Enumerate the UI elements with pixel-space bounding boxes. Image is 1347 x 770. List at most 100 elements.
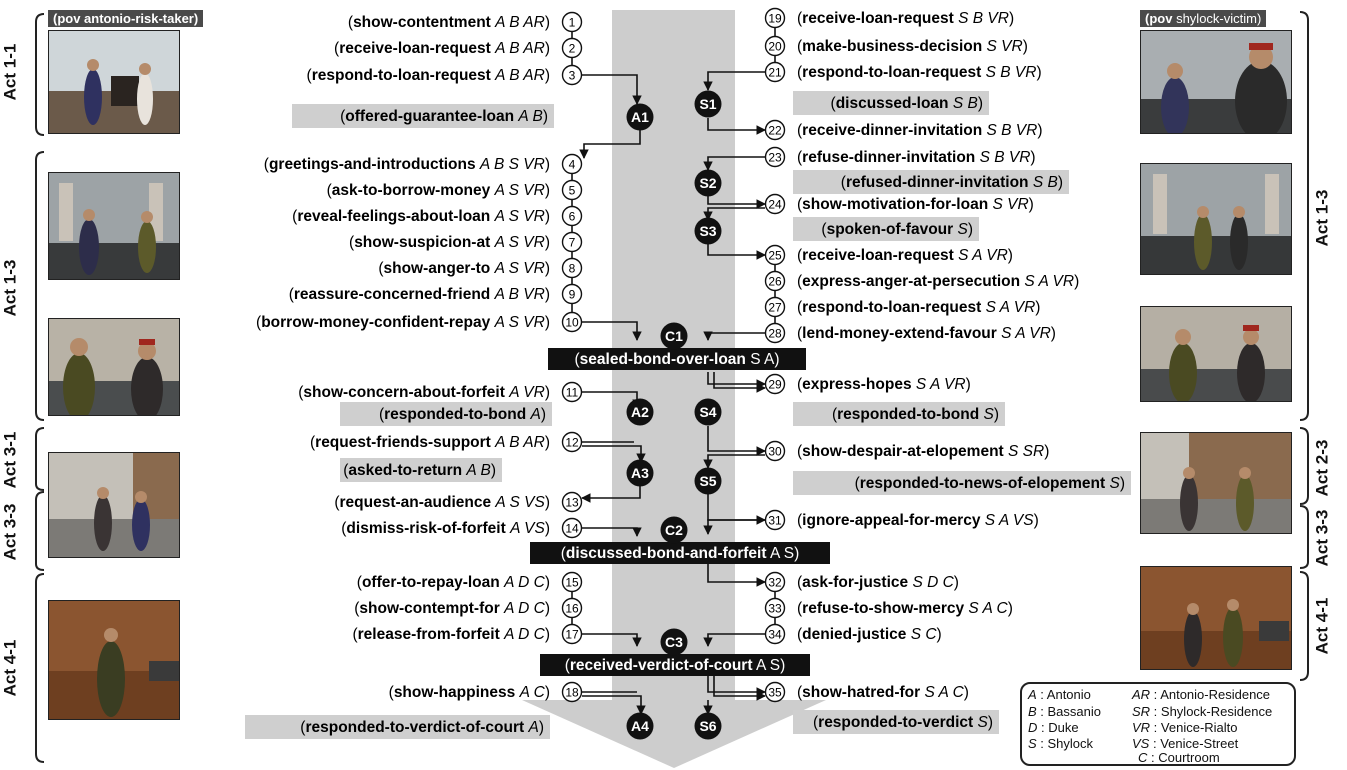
state-node-label: S5: [699, 473, 716, 489]
step-number: 7: [569, 236, 576, 250]
step-number: 21: [768, 66, 782, 80]
action-name: ask-for-justice: [802, 574, 908, 591]
state-open-paren: (: [300, 719, 306, 736]
action-name: show-concern-about-forfeit: [303, 384, 505, 401]
action-name: show-anger-to: [383, 260, 490, 277]
action-args: A S VR: [494, 260, 545, 277]
step-number: 26: [768, 275, 782, 289]
state-name: offered-guarantee-loan: [345, 108, 514, 125]
action-open-paren: (: [797, 64, 803, 81]
state-node-label: A2: [631, 404, 649, 420]
action-args: S B VR: [958, 10, 1009, 27]
action-name: lend-money-extend-favour: [802, 325, 997, 342]
connector-line: [582, 74, 642, 105]
step-circle: 28: [764, 322, 786, 344]
shared-state-label: (discussed-bond-and-forfeit A S): [561, 545, 800, 562]
state-args: S B: [953, 95, 978, 112]
action-close-paren: ): [545, 67, 550, 84]
action-args: S B VR: [986, 64, 1037, 81]
step-number: 10: [565, 316, 579, 330]
step-circle: 1: [561, 11, 583, 33]
action-args: S VR: [987, 38, 1023, 55]
action-args: A C: [519, 684, 546, 701]
step-circle: 14: [561, 517, 583, 539]
state-label: (responded-to-bond S): [832, 406, 999, 423]
legend-entry: AR : Antonio-Residence: [1132, 687, 1271, 702]
legend-text: Venice-Street: [1160, 736, 1239, 751]
action-name: release-from-forfeit: [358, 626, 500, 643]
legend-entry: S : Shylock: [1028, 736, 1094, 751]
action-args: S SR: [1008, 443, 1044, 460]
action-open-paren: (: [349, 234, 355, 251]
action-open-paren: (: [797, 684, 803, 701]
step-circle: 3: [561, 64, 583, 86]
connector-line: [703, 331, 765, 341]
action-name: show-hatred-for: [802, 684, 920, 701]
step-number: 30: [768, 445, 782, 459]
action-close-paren: ): [1036, 64, 1041, 81]
step-number: 6: [569, 210, 576, 224]
connector-line: [713, 372, 766, 393]
step-number: 2: [569, 42, 576, 56]
action-close-paren: ): [1051, 325, 1056, 342]
step-circle: 13: [561, 491, 583, 513]
step-number: 13: [565, 496, 579, 510]
action-name: respond-to-loan-request: [802, 64, 981, 81]
action-close-paren: ): [545, 182, 550, 199]
state-name: responded-to-bond: [384, 406, 526, 423]
connector-line: [707, 196, 766, 209]
step-number: 23: [768, 151, 782, 165]
action-name: dismiss-risk-of-forfeit: [346, 520, 505, 537]
scene-thumbnail-shylock-rialto-3: [1140, 306, 1292, 402]
state-label: (responded-to-bond A): [379, 406, 546, 423]
connector-line: [579, 130, 641, 159]
right-state-box: (discussed-loan S B): [793, 91, 989, 115]
step-circle: 17: [561, 623, 583, 645]
legend-entry: VS : Venice-Street: [1132, 736, 1239, 751]
action-open-paren: (: [797, 149, 803, 166]
action-open-paren: (: [334, 494, 340, 511]
action-label: (express-anger-at-persecution S A VR): [797, 273, 1079, 290]
legend-entry: A : Antonio: [1028, 687, 1091, 702]
connector-line: [707, 118, 766, 135]
act-label-right-4: Act 4-1: [1312, 597, 1332, 655]
action-open-paren: (: [357, 574, 363, 591]
state-name: discussed-loan: [836, 95, 949, 112]
action-close-paren: ): [545, 234, 550, 251]
legend-text: Courtroom: [1158, 750, 1220, 765]
action-label: (reassure-concerned-friend A B VR): [289, 286, 550, 303]
action-args: A B VR: [494, 286, 545, 303]
legend-text: Shylock: [1047, 736, 1094, 751]
state-node: A3: [626, 459, 654, 487]
action-close-paren: ): [545, 384, 550, 401]
action-name: show-contempt-for: [359, 600, 499, 617]
action-close-paren: ): [1023, 38, 1028, 55]
step-number: 20: [768, 40, 782, 54]
step-number: 15: [565, 576, 579, 590]
action-close-paren: ): [1035, 299, 1040, 316]
legend-code: D: [1028, 720, 1038, 735]
action-name: greetings-and-introductions: [269, 156, 476, 173]
step-circle: 31: [764, 509, 786, 531]
shared-open-paren: (: [574, 351, 580, 368]
action-args: A S VR: [494, 182, 545, 199]
connector-line: [582, 441, 641, 462]
action-label: (show-contentment A B AR): [348, 14, 550, 31]
action-args: A S VR: [494, 208, 545, 225]
action-open-paren: (: [307, 67, 313, 84]
step-circle: 24: [764, 193, 786, 215]
action-args: A B AR: [494, 40, 545, 57]
state-close-paren: ): [1120, 475, 1125, 492]
step-circle: 29: [764, 373, 786, 395]
action-close-paren: ): [545, 14, 550, 31]
state-label: (responded-to-news-of-elopement S): [855, 475, 1125, 492]
action-open-paren: (: [797, 600, 803, 617]
legend: A : Antonio B : Bassanio D : Duke S : Sh…: [1020, 682, 1296, 766]
legend-entry: D : Duke: [1028, 720, 1079, 735]
shared-close-paren: ): [794, 545, 799, 562]
action-open-paren: (: [797, 299, 803, 316]
state-label: (discussed-loan S B): [831, 95, 983, 112]
legend-entry: B : Bassanio: [1028, 704, 1101, 719]
step-number: 4: [569, 158, 576, 172]
action-open-paren: (: [256, 314, 262, 331]
